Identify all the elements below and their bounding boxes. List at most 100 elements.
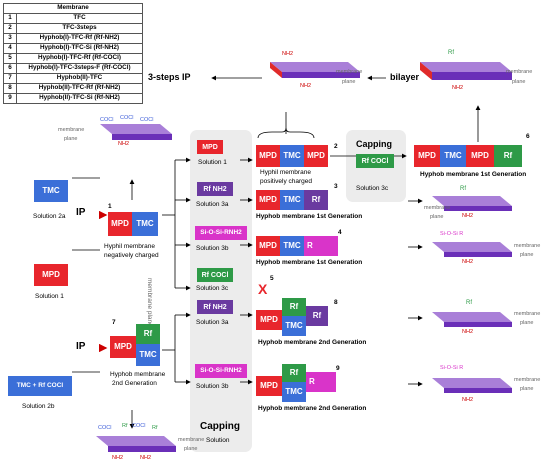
tmc-block: TMC [280, 145, 304, 167]
plane-label: plane [64, 136, 78, 142]
rf-cocl-block: Rf COCl [356, 154, 394, 168]
cocl-group-label: COCl [120, 115, 134, 121]
number-1: 1 [108, 203, 112, 210]
cocl-group-label: COCl [100, 117, 114, 123]
hyphob-1st-label: Hyphob membrane 1st Generation [256, 213, 363, 220]
hyphil-pos-label-2: positively charged [260, 178, 313, 185]
rf-block: Rf [282, 298, 306, 316]
solution-label: Solution [206, 437, 230, 444]
solution-3c-label: Solution 3c [196, 285, 229, 292]
cocl-group-label: COCl [140, 117, 154, 123]
membrane-label: membrane [514, 377, 541, 383]
plane-label: plane [520, 320, 534, 326]
mpd-block: MPD [110, 336, 136, 358]
mpd-block: MPD [304, 145, 328, 167]
nh2-group-label: NH2 [462, 329, 474, 335]
mpd-block: MPD [256, 190, 280, 210]
solution-1-col-label: Solution 1 [198, 159, 227, 166]
slab-8 [432, 312, 512, 327]
rf-cocl-block: Rf COCl [197, 268, 233, 282]
plane-label: plane [512, 79, 526, 85]
hyphob-1st-top-label: Hyphob membrane 1st Generation [420, 171, 527, 178]
tmc-block: TMC [132, 212, 158, 236]
number-3: 3 [334, 183, 338, 190]
mpd-block: MPD [256, 236, 280, 256]
rf-nh2-block: Rf NH2 [197, 182, 233, 196]
rf-nh2-block: Rf NH2 [197, 300, 233, 314]
number-7: 7 [112, 319, 116, 326]
rf-group-label: Rf [122, 423, 128, 429]
hyphil-pos-label: Hyphil membrane [260, 169, 311, 176]
tmc-block: TMC [282, 316, 306, 336]
number-8: 8 [334, 299, 338, 306]
number-2: 2 [334, 143, 338, 150]
plane-label: plane [184, 446, 198, 452]
membrane-label: membrane [424, 205, 451, 211]
rf-block: Rf [282, 364, 306, 382]
membrane-label: membrane [178, 437, 205, 443]
slab-4 [432, 242, 512, 257]
si-block: Si-O-Si-RNH2 [195, 226, 247, 240]
nh2-group-label: NH2 [282, 51, 294, 57]
membrane-label: membrane [514, 243, 541, 249]
solution-3b-low-label: Solution 3b [196, 383, 229, 390]
mpd-block: MPD [414, 145, 440, 167]
number-5: 5 [270, 275, 274, 282]
membrane-label: membrane [506, 69, 533, 75]
number-4: 4 [338, 229, 342, 236]
mpd-block: MPD [197, 140, 223, 154]
solution-3a-label: Solution 3a [196, 201, 229, 208]
rf-group-label: Rf [466, 300, 472, 306]
membrane-label: membrane [58, 127, 85, 133]
membrane-label: membrane [514, 311, 541, 317]
number-6: 6 [526, 133, 530, 140]
membrane-label: membrane [336, 69, 363, 75]
mpd-block: MPD [256, 145, 280, 167]
hyphob-1st-b-label: Hyphob membrane 1st Generation [256, 259, 363, 266]
capping-label: Capping [200, 421, 240, 432]
plane-label: plane [520, 386, 534, 392]
tmc-block: TMC [34, 180, 68, 202]
hyphob-2nd-left-label: Hyphob membrane [110, 371, 166, 378]
solution-2a-label: Solution 2a [33, 213, 66, 220]
nh2-group-label: NH2 [300, 83, 312, 89]
nh2-group-label: NH2 [112, 455, 124, 461]
si-block: R [304, 236, 338, 256]
slab-9 [432, 378, 512, 393]
ip-label: IP [76, 207, 86, 218]
slab-cocl [100, 124, 172, 140]
rf-block: Rf [494, 145, 522, 167]
cocl-group-label: COCl [132, 423, 146, 429]
ip-label: IP [76, 341, 86, 352]
hyphil-neg-label-2: negatively charged [104, 252, 159, 259]
hyphob-2nd-8-label: Hyphob membrane 2nd Generation [258, 339, 367, 346]
solution-3a-low-label: Solution 3a [196, 319, 229, 326]
nh2-group-label: NH2 [118, 141, 130, 147]
tmc-block: TMC [136, 344, 160, 366]
hyphob-2nd-left-label-2: 2nd Generation [112, 380, 157, 387]
x-mark: X [258, 281, 268, 297]
legend-header: Membrane [3, 3, 143, 14]
mpd-block: MPD [466, 145, 494, 167]
rf-nh2-block: Rf [304, 190, 328, 210]
mpd-block: MPD [256, 310, 282, 330]
solution-3c-top-label: Solution 3c [356, 185, 389, 192]
plane-label: plane [430, 214, 444, 220]
slab-bilayer [420, 62, 512, 80]
three-steps-ip-label: 3-steps IP [148, 72, 191, 82]
solution-3b-label: Solution 3b [196, 245, 229, 252]
number-9: 9 [336, 365, 340, 372]
nh2-group-label: NH2 [452, 85, 464, 91]
hyphob-2nd-9-label: Hyphob membrane 2nd Generation [258, 405, 367, 412]
mpd-block: MPD [256, 376, 282, 396]
